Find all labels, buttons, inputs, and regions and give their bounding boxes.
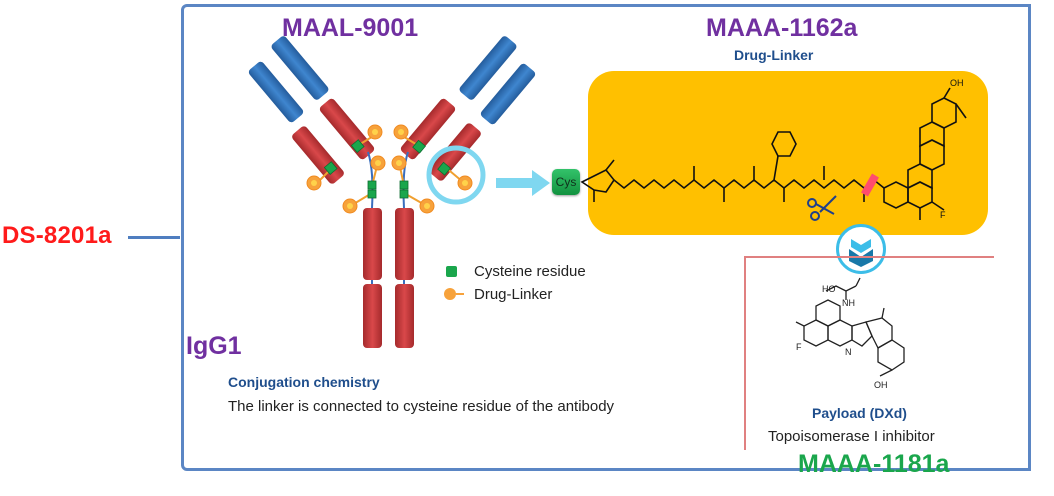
- conjugation-chemistry-title: Conjugation chemistry: [228, 374, 380, 390]
- fc-ch2-domain: [363, 208, 382, 280]
- legend-label-drug-linker: Drug-Linker: [474, 286, 553, 303]
- cysteine-residue: [367, 180, 377, 190]
- hydroxyl-label: OH: [874, 380, 888, 390]
- bracket-pointer: [128, 236, 180, 239]
- legend-label-cysteine: Cysteine residue: [474, 263, 586, 280]
- drug-linker-name-label: MAAA-1162a: [706, 14, 858, 42]
- antibody-name-label: MAAL-9001: [282, 14, 419, 42]
- cysteine-attachment-badge: Cys: [552, 169, 580, 195]
- cleavage-site-marker: [861, 173, 879, 197]
- green-square-icon: [446, 266, 457, 277]
- conjugation-chemistry-text: The linker is connected to cysteine resi…: [228, 398, 615, 415]
- heavy-chain-variable-domain: [459, 36, 517, 100]
- cysteine-residue: [399, 189, 409, 199]
- antibody-isotype-label: IgG1: [186, 332, 242, 360]
- release-chevron-badge: [836, 224, 886, 274]
- cysteine-residue: [350, 139, 365, 153]
- orange-circle-icon: [444, 288, 456, 300]
- light-chain-variable-domain: [248, 61, 304, 123]
- light-chain-variable-domain: [480, 63, 536, 125]
- fc-ch3-domain: [363, 284, 382, 348]
- cysteine-residue: [367, 189, 377, 199]
- hydroxyl-label: OH: [950, 78, 964, 88]
- arrow-right-icon: [532, 170, 550, 196]
- cysteine-residue: [412, 139, 426, 154]
- adc-bracket-frame: [181, 4, 1031, 471]
- heavy-chain-variable-domain: [271, 36, 329, 100]
- cysteine-residue: [323, 161, 338, 175]
- chevron-down-icon: [849, 239, 873, 267]
- nitrogen-label: N: [845, 347, 852, 357]
- payload-title: Payload (DXd): [812, 405, 907, 421]
- fc-ch3-domain: [395, 284, 414, 348]
- linker-stub-icon: [456, 293, 464, 295]
- cysteine-residue: [399, 180, 409, 190]
- drug-linker-subtitle: Drug-Linker: [734, 47, 814, 63]
- fluorine-label: F: [796, 342, 802, 352]
- fc-ch2-domain: [395, 208, 414, 280]
- payload-panel: [744, 256, 994, 450]
- scissors-icon: [807, 195, 837, 221]
- payload-name-label: MAAA-1181a: [798, 450, 950, 478]
- conjugation-site-highlight-circle: [426, 145, 486, 205]
- payload-description: Topoisomerase I inhibitor: [768, 428, 935, 445]
- hydroxyl-label: HO: [822, 284, 836, 294]
- fluorine-label: F: [940, 210, 946, 220]
- cysteine-residue: [437, 161, 451, 176]
- amine-label: NH: [842, 298, 855, 308]
- adc-name-label: DS-8201a: [2, 222, 112, 249]
- arrow-shaft: [496, 178, 534, 188]
